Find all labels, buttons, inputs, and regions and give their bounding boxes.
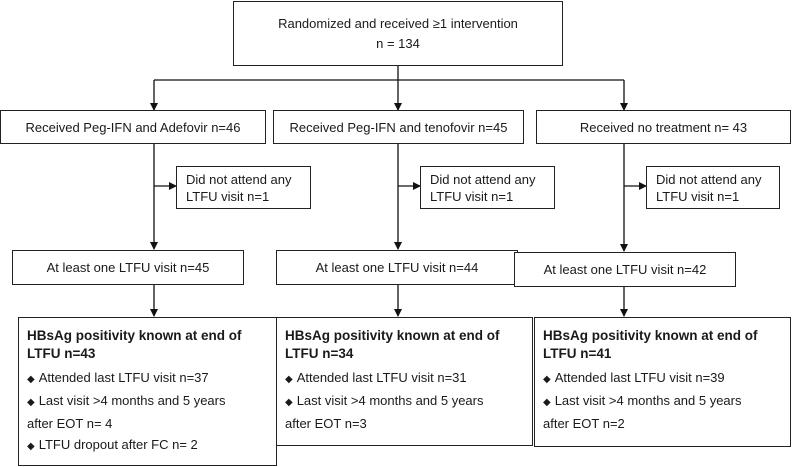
arm1-received-label: Received Peg-IFN and Adefovir n=46 bbox=[25, 119, 241, 135]
arm1-detail-heading2: LTFU n=43 bbox=[27, 346, 96, 361]
bullet-diamond-icon: ◆ bbox=[27, 441, 35, 452]
arm1-detail-box: HBsAg positivity known at end of LTFU n=… bbox=[18, 317, 277, 466]
bullet-diamond-icon: ◆ bbox=[543, 374, 551, 385]
bullet-diamond-icon: ◆ bbox=[27, 374, 35, 385]
arm1-bullet-3: ◆LTFU dropout after FC n= 2 bbox=[27, 434, 268, 457]
arm3-excluded-line2: LTFU visit n=1 bbox=[656, 188, 740, 204]
arm2-excluded-line1: Did not attend any bbox=[430, 171, 536, 187]
randomized-line1: Randomized and received ≥1 intervention bbox=[278, 16, 518, 31]
arm1-received-box: Received Peg-IFN and Adefovir n=46 bbox=[0, 110, 266, 144]
arm2-ltfu-box: At least one LTFU visit n=44 bbox=[276, 250, 518, 285]
arm2-excluded-line2: LTFU visit n=1 bbox=[430, 188, 514, 204]
arm3-excluded-box: Did not attend any LTFU visit n=1 bbox=[646, 166, 780, 209]
arm3-detail-heading1: HBsAg positivity known at end of bbox=[543, 328, 758, 343]
bullet-diamond-icon: ◆ bbox=[285, 397, 293, 408]
arm2-received-box: Received Peg-IFN and tenofovir n=45 bbox=[273, 110, 524, 144]
arm2-received-label: Received Peg-IFN and tenofovir n=45 bbox=[289, 119, 508, 135]
arm2-ltfu-label: At least one LTFU visit n=44 bbox=[315, 260, 479, 275]
arm3-ltfu-box: At least one LTFU visit n=42 bbox=[514, 252, 736, 287]
bullet-diamond-icon: ◆ bbox=[285, 374, 293, 385]
arm3-received-box: Received no treatment n= 43 bbox=[536, 110, 791, 144]
arm1-bullet-1: ◆Attended last LTFU visit n=37 bbox=[27, 367, 268, 390]
arm3-ltfu-label: At least one LTFU visit n=42 bbox=[543, 262, 707, 277]
arm3-detail-heading2: LTFU n=41 bbox=[543, 346, 612, 361]
arm3-received-label: Received no treatment n= 43 bbox=[579, 119, 748, 135]
randomized-box: Randomized and received ≥1 intervention … bbox=[233, 1, 563, 66]
arm1-excluded-box: Did not attend any LTFU visit n=1 bbox=[176, 166, 311, 209]
arm1-ltfu-box: At least one LTFU visit n=45 bbox=[12, 250, 244, 285]
randomized-line2: n = 134 bbox=[376, 36, 420, 51]
bullet-diamond-icon: ◆ bbox=[27, 397, 35, 408]
arm3-bullet-1: ◆Attended last LTFU visit n=39 bbox=[543, 367, 782, 390]
arm1-detail-heading1: HBsAg positivity known at end of bbox=[27, 328, 242, 343]
arm2-detail-heading1: HBsAg positivity known at end of bbox=[285, 328, 500, 343]
arm2-detail-heading2: LTFU n=34 bbox=[285, 346, 354, 361]
arm1-excluded-line2: LTFU visit n=1 bbox=[186, 188, 270, 204]
bullet-diamond-icon: ◆ bbox=[543, 397, 551, 408]
arm3-detail-box: HBsAg positivity known at end of LTFU n=… bbox=[534, 317, 791, 447]
arm1-ltfu-label: At least one LTFU visit n=45 bbox=[46, 260, 210, 275]
arm2-detail-box: HBsAg positivity known at end of LTFU n=… bbox=[276, 317, 533, 446]
arm1-excluded-line1: Did not attend any bbox=[186, 171, 292, 187]
arm2-bullet-1: ◆Attended last LTFU visit n=31 bbox=[285, 367, 524, 390]
arm3-excluded-line1: Did not attend any bbox=[656, 171, 762, 187]
arm2-excluded-box: Did not attend any LTFU visit n=1 bbox=[420, 166, 555, 209]
